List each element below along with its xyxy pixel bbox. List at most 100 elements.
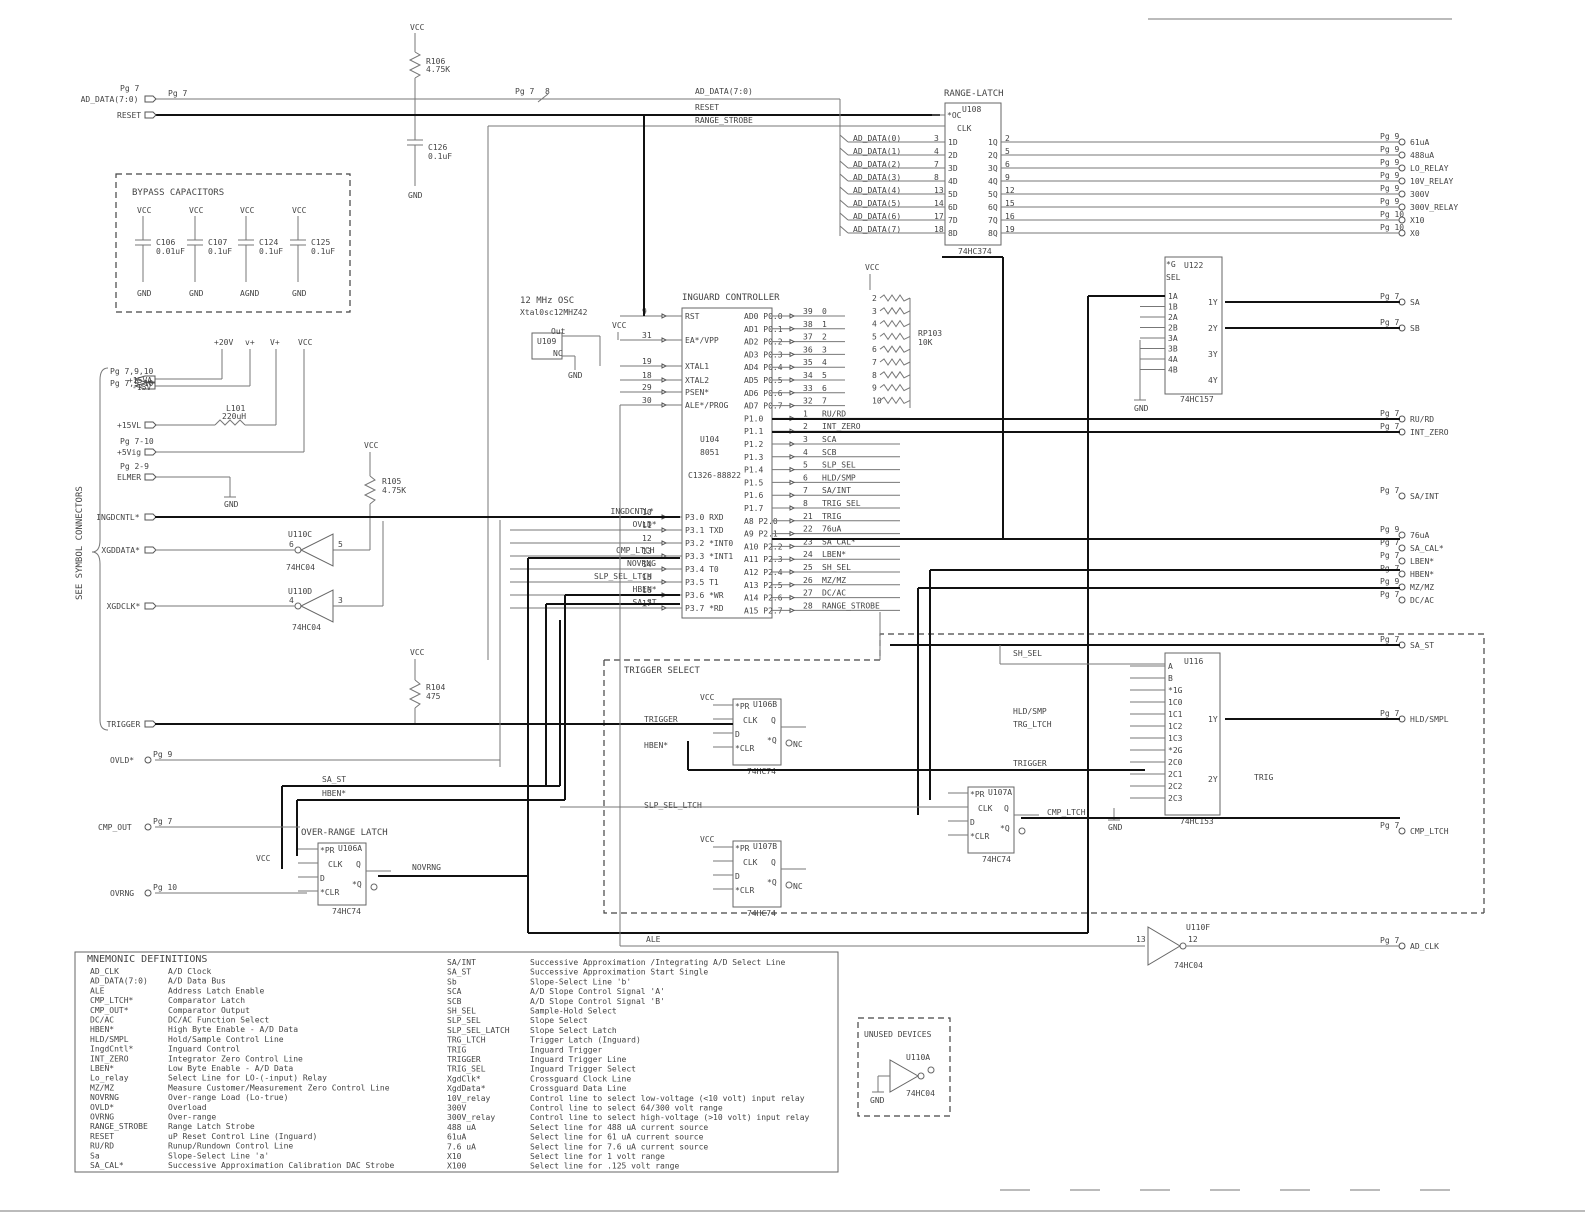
mnemonic-def: DC/AC Function Select xyxy=(168,1016,269,1025)
u104-pin-name: P3.4 T0 xyxy=(685,565,719,574)
ff-pin: CLK xyxy=(328,860,343,869)
mnemonic-def: Runup/Rundown Control Line xyxy=(168,1142,293,1151)
output-page: Pg 7 xyxy=(1380,564,1399,573)
u104-signal: SCB xyxy=(822,448,837,457)
u108-pin-num: 6 xyxy=(1005,160,1010,169)
vcc-label: VCC xyxy=(240,206,255,215)
u116-pin: B xyxy=(1168,674,1173,683)
u104-signal: HLD/SMP xyxy=(822,473,856,482)
output-label: SA_CAL* xyxy=(1410,544,1444,553)
output-page: Pg 10 xyxy=(1380,210,1404,219)
mnemonic-term: RANGE_STROBE xyxy=(90,1122,148,1131)
bypass-title: BYPASS CAPACITORS xyxy=(132,188,224,198)
output-page: Pg 9 xyxy=(1380,171,1399,180)
u104-pin-name: P1.3 xyxy=(744,453,763,462)
mnemonic-term: CMP_OUT* xyxy=(90,1006,129,1015)
u104-pin-name: AD5 P0.5 xyxy=(744,376,783,385)
u104-pin-num: 25 xyxy=(803,563,813,572)
u122-pin: 4B xyxy=(1168,366,1178,375)
rp103-ref: RP103 xyxy=(918,329,942,338)
mnemonic-def: Over-range Load (Lo-true) xyxy=(168,1093,288,1102)
u116-pin: *1G xyxy=(1168,686,1183,695)
power-section: +20V v+ V+ VCC L101 220uH GND xyxy=(155,338,313,509)
ff-nc: NC xyxy=(793,740,803,749)
output-connector: SA_CAL* Pg 7 xyxy=(1380,538,1444,553)
u104-pin-num: 18 xyxy=(642,371,652,380)
unused-gnd: GND xyxy=(870,1096,885,1105)
rp103-value: 10K xyxy=(918,338,933,347)
u104-pin-name: A14 P2.6 xyxy=(744,594,783,603)
svg-text:*G: *G xyxy=(1166,260,1176,269)
mnemonic-def: A/D Slope Control Signal 'B' xyxy=(530,997,665,1006)
thick-signal-routes xyxy=(155,115,1400,947)
output-page: Pg 7 xyxy=(1380,590,1399,599)
connector: XGDCLK* xyxy=(107,602,157,611)
u108-pin-num: 13 xyxy=(934,186,944,195)
output-page: Pg 7 xyxy=(1380,538,1399,547)
u108-input: AD_DATA(2) xyxy=(853,160,901,169)
u122-pin: 2A xyxy=(1168,313,1178,322)
mnemonic-def: Slope Select Latch xyxy=(530,1026,617,1035)
u104-pin-num: 2 xyxy=(803,422,808,431)
mnemonic-term: Sb xyxy=(447,977,457,986)
u104-pin-name: A12 P2.4 xyxy=(744,568,783,577)
u104-signal: TRIG xyxy=(822,512,841,521)
mnemonic-def: Inguard Trigger xyxy=(530,1045,602,1054)
u104-pin-name: P1.2 xyxy=(744,440,763,449)
u104-signal: SA_CAL* xyxy=(822,537,856,546)
mnemonic-term: 300V xyxy=(447,1104,466,1113)
range-strobe-label: RANGE_STROBE xyxy=(695,116,753,125)
u104-pin-num: 32 xyxy=(803,397,813,406)
mnemonic-def: Comparator Output xyxy=(168,1006,250,1015)
u104-pin-num: 7 xyxy=(803,486,808,495)
u122-mux: U122 SEL *G 74HC157 1A1B2A2B3A3B4A4B1Y2Y… xyxy=(1134,256,1223,413)
osc-ref: U109 xyxy=(537,337,556,346)
mnemonic-def: Over-range xyxy=(168,1113,216,1122)
gnd-elmer: GND xyxy=(224,500,239,509)
u108-d: 5D xyxy=(948,190,958,199)
Vplus-label: V+ xyxy=(270,338,280,347)
mnemonic-def: Integrator Zero Control Line xyxy=(168,1054,303,1063)
oscillator: 12 MHz OSC Xtal0sc12MHZ42 U109 Out NC GN… xyxy=(520,296,627,380)
connector-page: Pg 7 xyxy=(120,84,139,93)
ff-pin: *CLR xyxy=(735,886,754,895)
u122-ref: U122 xyxy=(1184,261,1203,270)
mnemonic-def: Control line to select 64/300 volt range xyxy=(530,1104,723,1113)
gnd-u116: GND xyxy=(1108,823,1123,832)
output-connector: HBEN*Pg 7 xyxy=(1380,564,1434,579)
mnemonic-def: High Byte Enable - A/D Data xyxy=(168,1025,298,1034)
u104-pin-num: 5 xyxy=(803,461,808,470)
mnemonic-title: MNEMONIC DEFINITIONS xyxy=(87,954,207,965)
u104-pin-num: 11 xyxy=(642,521,652,530)
ff-pin: *CLR xyxy=(735,744,754,753)
c126-value: 0.1uF xyxy=(428,152,452,161)
mnemonic-def: Trigger Latch (Inguard) xyxy=(530,1036,641,1045)
osc-gnd: GND xyxy=(568,371,583,380)
title-block-marks xyxy=(0,18,1585,1212)
mnemonic-term: RESET xyxy=(90,1132,114,1141)
connector-page: Pg 10 xyxy=(153,883,177,892)
u122-pin: 1B xyxy=(1168,303,1178,312)
mnemonic-def: Slope-Select Line 'b' xyxy=(530,977,631,986)
u108-input: AD_DATA(5) xyxy=(853,199,901,208)
r104-pullup: VCC R104 475 xyxy=(408,648,445,724)
sa-st-label: SA_ST xyxy=(322,775,346,784)
top-bus-lines: Pg 7 Pg 7 8 AD_DATA(7:0) RESET RANGE_STR… xyxy=(155,87,940,660)
output-page: Pg 7 xyxy=(1380,821,1399,830)
trg-ltch-signal: TRG_LTCH xyxy=(1013,720,1052,729)
output-page: Pg 7 xyxy=(1380,409,1399,418)
mnemonic-def: A/D Data Bus xyxy=(168,977,226,986)
connector: RESET xyxy=(117,111,157,120)
mnemonic-def: A/D Slope Control Signal 'A' xyxy=(530,987,665,996)
u108-pin-num: 14 xyxy=(934,199,944,208)
svg-text:SEL: SEL xyxy=(1166,273,1181,282)
u104-signal: RANGE_STROBE xyxy=(822,601,880,610)
mnemonic-term: TRIG xyxy=(447,1045,466,1054)
u104-pin-num: 8 xyxy=(803,499,808,508)
mnemonic-term: 488 uA xyxy=(447,1123,476,1132)
u104-pin-name: P1.5 xyxy=(744,478,763,487)
